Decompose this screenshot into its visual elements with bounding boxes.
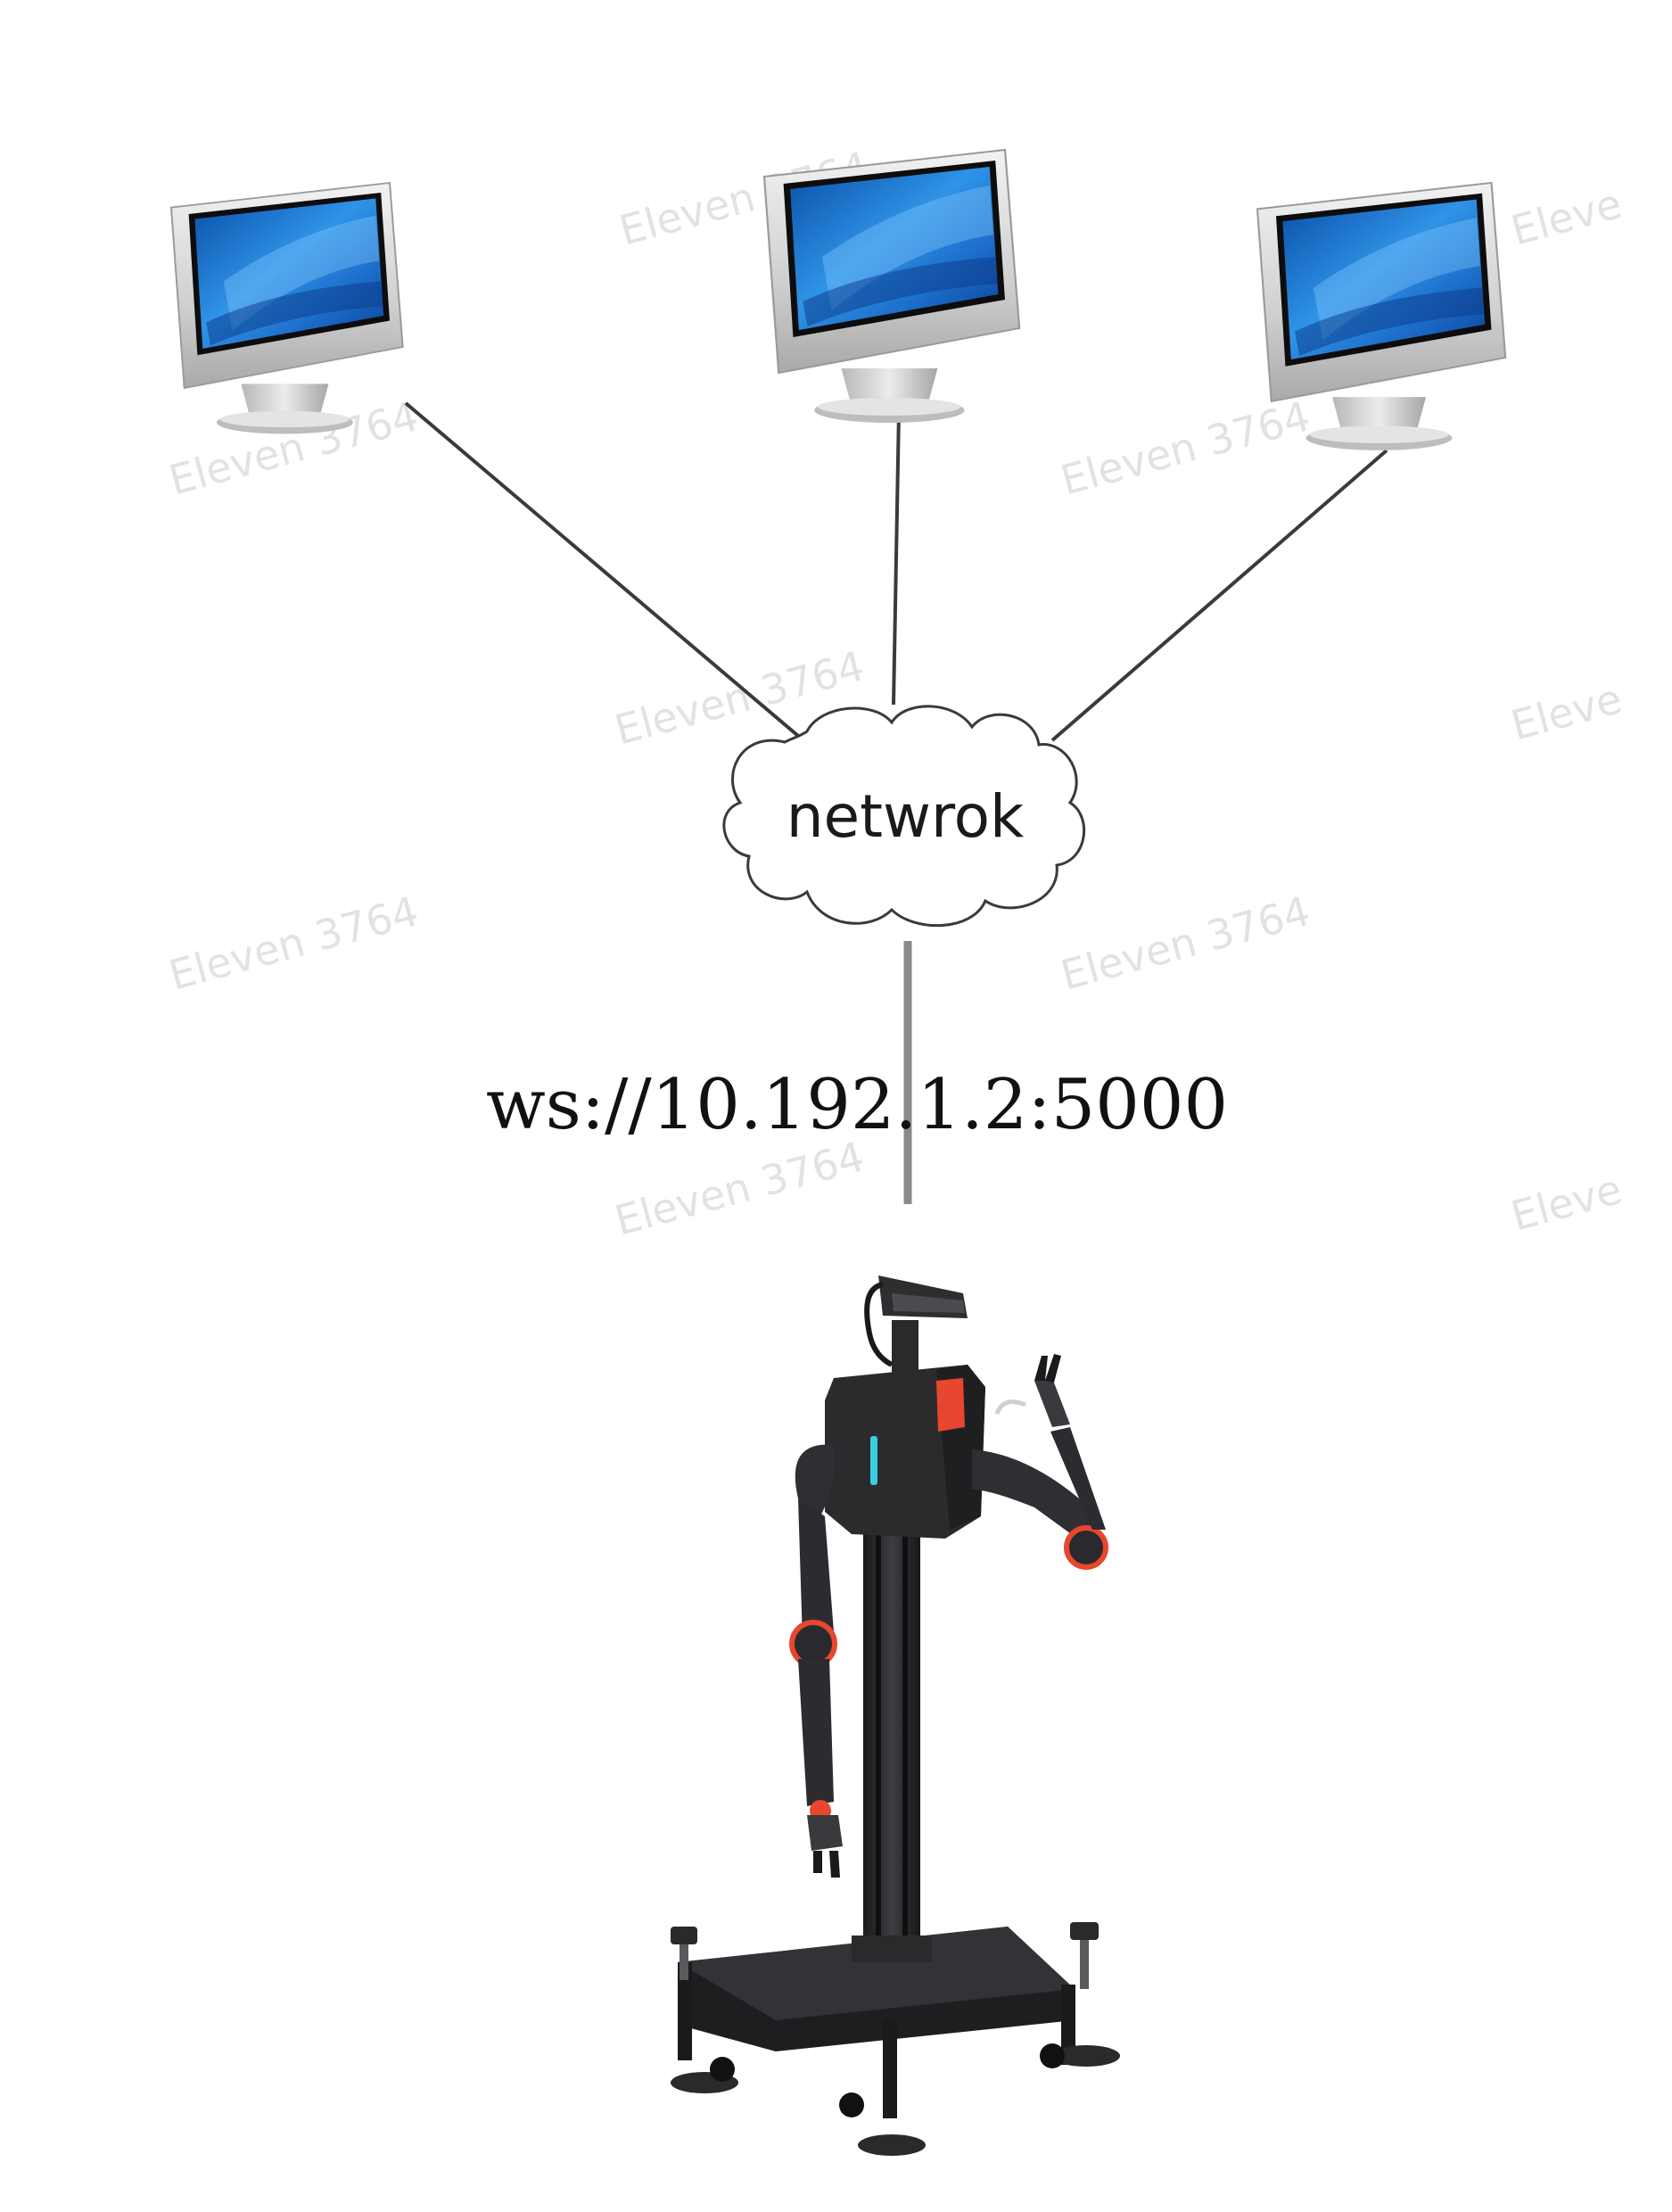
link-left-to-cloud (404, 401, 800, 738)
watermark: Eleve (1506, 674, 1627, 750)
watermark: Eleven 3764 (1056, 392, 1315, 504)
cloud-label: netwrok (787, 782, 1025, 851)
watermark: Eleve (1506, 1165, 1627, 1241)
desktop-monitor-icon (762, 148, 1021, 425)
watermark: Eleven 3764 (164, 887, 424, 999)
desktop-monitor-icon (170, 182, 404, 435)
computer-left (170, 182, 404, 435)
cloud-icon (722, 705, 1085, 928)
watermark: Eleven 3764 (1056, 887, 1315, 999)
link-center-to-cloud (892, 411, 901, 706)
robot (671, 1275, 1120, 2156)
computer-center (762, 148, 1021, 425)
dual-arm-robot-icon (671, 1275, 1120, 2156)
network-cloud: netwrok (722, 705, 1085, 928)
link-right-to-cloud (1050, 449, 1388, 742)
websocket-address-label: ws://10.192.1.2:5000 (486, 1065, 1228, 1145)
watermark: Eleven 3764 (610, 1132, 869, 1244)
connections (404, 401, 1388, 1204)
watermark: Eleve (1506, 179, 1627, 255)
